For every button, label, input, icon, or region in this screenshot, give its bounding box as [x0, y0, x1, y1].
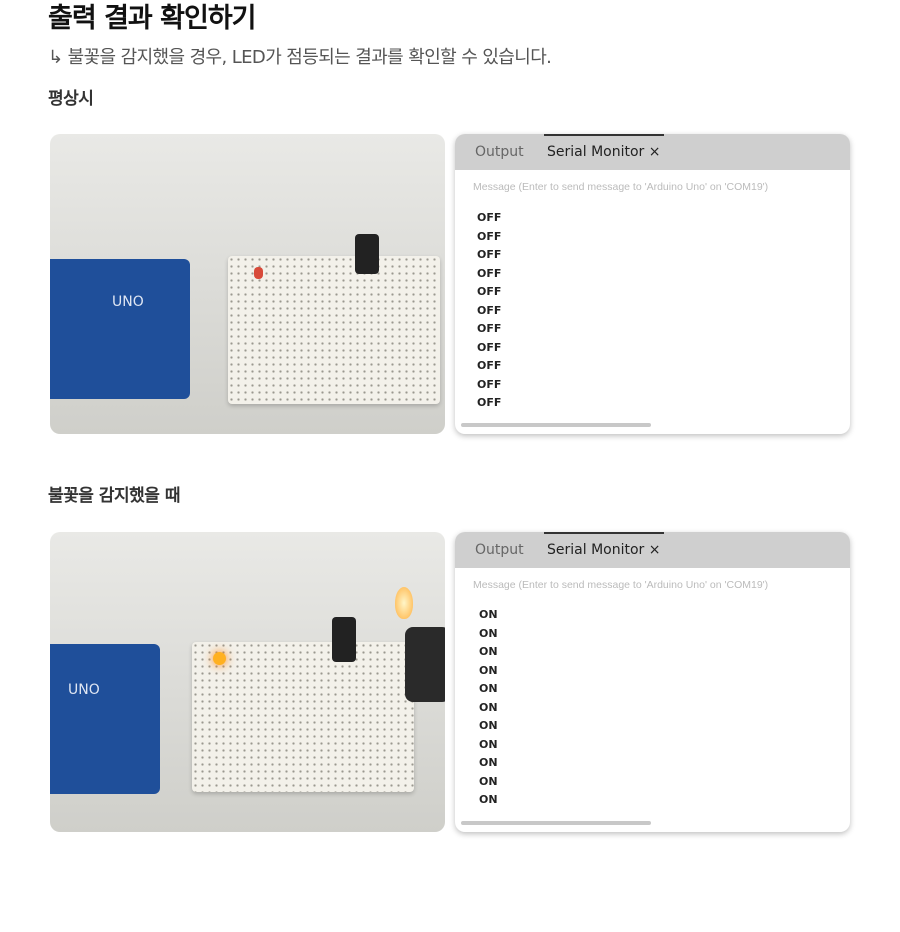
output-line: OFF: [477, 303, 502, 317]
tab-bar: Output Serial Monitor ×: [455, 532, 850, 568]
output-line: OFF: [477, 229, 502, 243]
output-line: ON: [479, 719, 498, 732]
output-line: OFF: [477, 359, 502, 372]
output-line: ON: [479, 700, 498, 714]
output-line: OFF: [477, 377, 502, 391]
close-icon[interactable]: ×: [648, 542, 661, 558]
section-heading-normal: 평상시: [48, 89, 94, 109]
breadboard: [192, 642, 414, 792]
subtitle: ↳ 불꽃을 감지했을 경우, LED가 점등되는 결과를 확인할 수 있습니다.: [48, 47, 552, 68]
led-lit: [213, 652, 226, 665]
tab-serial-monitor[interactable]: Serial Monitor ×: [544, 134, 664, 160]
output-line: ON: [479, 793, 498, 806]
tab-output[interactable]: Output: [475, 542, 524, 558]
horizontal-scrollbar[interactable]: [461, 423, 651, 427]
photo-normal: UNO: [50, 134, 445, 434]
output-line: OFF: [477, 285, 502, 298]
lighter: [405, 627, 445, 702]
close-icon[interactable]: ×: [648, 144, 661, 160]
flame-sensor: [332, 617, 356, 662]
breadboard: [228, 256, 440, 404]
serial-output: ON ON ON ON ON ON ON ON ON ON ON: [479, 606, 498, 810]
horizontal-scrollbar[interactable]: [461, 821, 651, 825]
output-line: ON: [479, 626, 498, 640]
output-line: OFF: [477, 322, 502, 335]
output-line: OFF: [477, 266, 502, 280]
output-line: ON: [479, 737, 498, 751]
tab-output[interactable]: Output: [475, 144, 524, 160]
message-input[interactable]: Message (Enter to send message to 'Ardui…: [473, 181, 769, 193]
arduino-board: UNO: [50, 644, 160, 794]
led: [254, 267, 263, 279]
serial-monitor-flame: Output Serial Monitor × Message (Enter t…: [455, 532, 850, 832]
output-line: OFF: [477, 340, 502, 354]
output-line: ON: [479, 682, 498, 695]
output-line: ON: [479, 663, 498, 677]
photo-flame: UNO: [50, 532, 445, 832]
output-line: OFF: [477, 248, 502, 261]
serial-monitor-normal: Output Serial Monitor × Message (Enter t…: [455, 134, 850, 434]
serial-output: OFF OFF OFF OFF OFF OFF OFF OFF OFF OFF OFF: [477, 209, 501, 413]
arduino-board: UNO: [50, 259, 190, 399]
board-label: UNO: [68, 682, 100, 698]
output-line: ON: [479, 608, 498, 621]
output-line: OFF: [477, 211, 502, 224]
flame: [395, 587, 413, 619]
tab-serial-monitor[interactable]: Serial Monitor ×: [544, 532, 664, 558]
output-line: ON: [479, 645, 498, 658]
tab-label: Serial Monitor: [547, 144, 645, 160]
output-line: ON: [479, 774, 498, 788]
page-title: 출력 결과 확인하기: [48, 3, 257, 34]
flame-sensor: [355, 234, 379, 274]
tab-label: Serial Monitor: [547, 542, 645, 558]
output-line: ON: [479, 756, 498, 769]
output-line: OFF: [477, 396, 502, 409]
tab-bar: Output Serial Monitor ×: [455, 134, 850, 170]
section-heading-flame: 불꽃을 감지했을 때: [48, 486, 180, 506]
board-label: UNO: [112, 294, 144, 310]
message-input[interactable]: Message (Enter to send message to 'Ardui…: [473, 579, 769, 591]
